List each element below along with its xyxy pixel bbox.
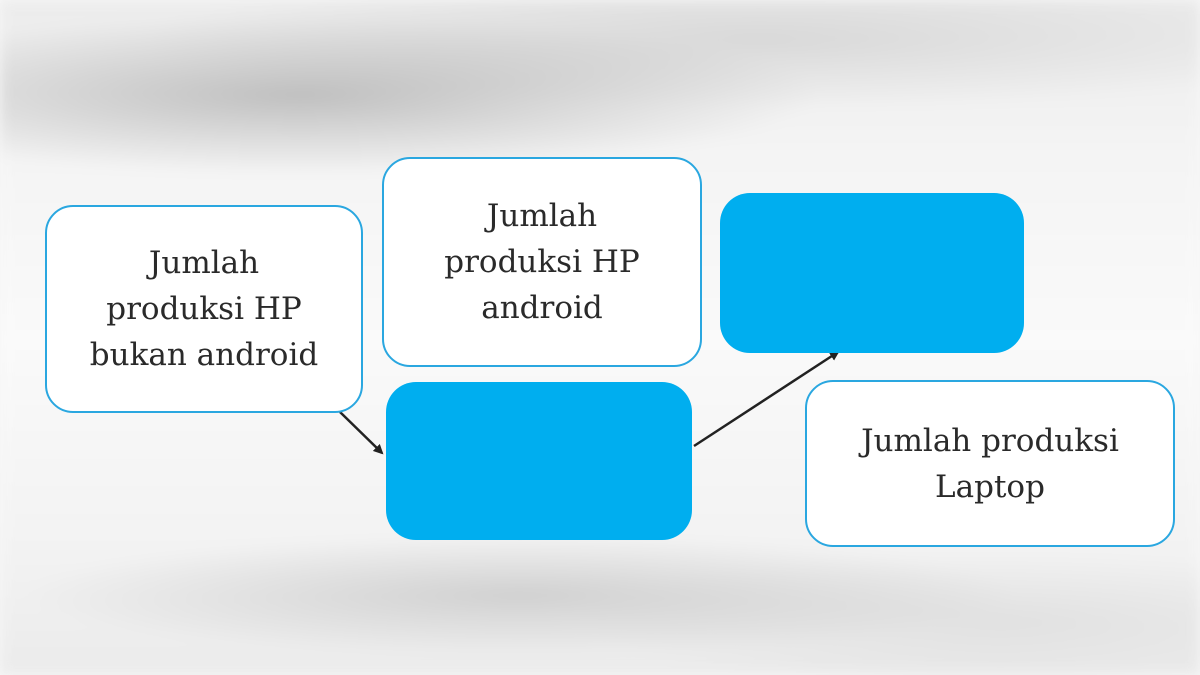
box-hp-android: Jumlah produksi HP android bbox=[382, 157, 702, 367]
blank-box-right bbox=[720, 193, 1024, 353]
blank-box-middle bbox=[386, 382, 692, 540]
box-laptop: Jumlah produksi Laptop bbox=[805, 380, 1175, 547]
box-hp-non-android: Jumlah produksi HP bukan android bbox=[45, 205, 363, 413]
